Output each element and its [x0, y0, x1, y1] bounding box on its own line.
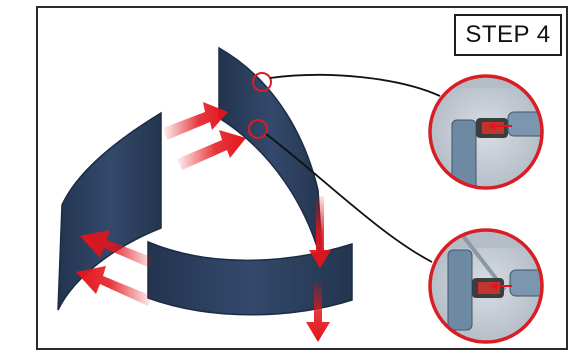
red-arrow [306, 282, 330, 342]
front-curved-panel [147, 240, 353, 316]
left-curved-panel [57, 111, 162, 311]
red-arrow [80, 230, 154, 268]
leader-line-upper [269, 74, 441, 97]
upper-connector-detail [428, 74, 544, 190]
red-arrow [76, 266, 152, 306]
red-arrow [309, 196, 331, 268]
connector-highlight-circle [248, 119, 268, 139]
leader-line-lower [265, 133, 433, 263]
red-arrow [177, 130, 246, 170]
red-arrow [163, 102, 228, 140]
connector-highlight-circle [252, 72, 272, 92]
step-label: STEP 4 [454, 14, 562, 56]
lower-connector-detail [428, 228, 544, 344]
